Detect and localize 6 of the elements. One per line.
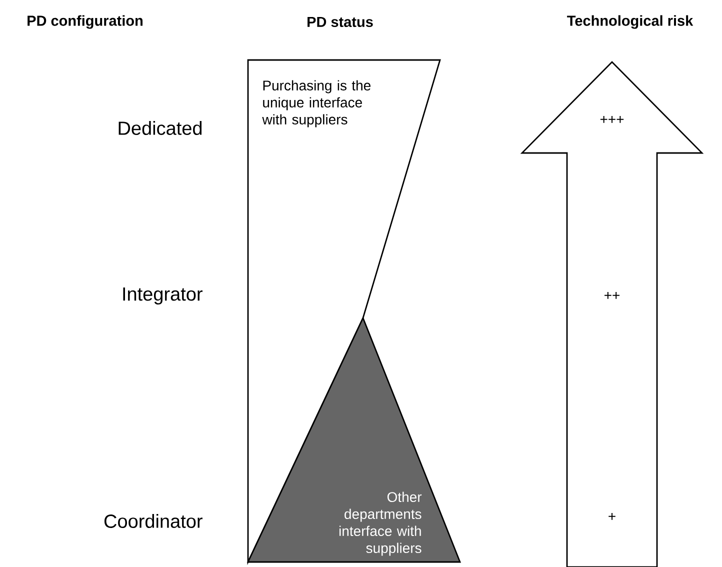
row-label: Integrator — [123, 288, 202, 304]
row-label: Dedicated — [118, 121, 202, 135]
column-header: PD configuration — [28, 15, 142, 29]
column-header: Technological risk — [567, 15, 694, 29]
column-header: PD status — [308, 16, 373, 28]
row-label: Coordinator — [104, 514, 202, 528]
